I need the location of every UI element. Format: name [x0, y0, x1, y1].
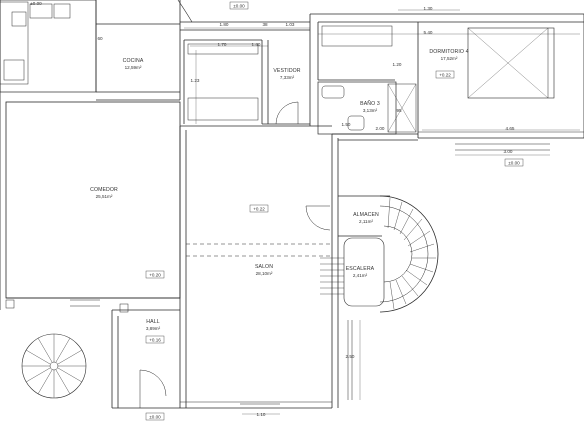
level-top-left: ±0.00 — [30, 1, 42, 6]
dim-1-50: 1.50 — [342, 122, 351, 127]
level-salon: +0.22 — [253, 207, 265, 212]
room-label-vestidor: VESTIDOR 7,33m² — [273, 68, 300, 80]
room-label-cocina: COCINA 12,59m² — [123, 58, 144, 70]
dim-3-00: 3.00 — [504, 149, 513, 154]
level-top-center: ±0.00 — [233, 4, 245, 9]
room-area-salon: 28,10m² — [256, 271, 273, 276]
dim-2-50: 2.50 — [346, 354, 355, 359]
room-name-bano: BAÑO 3 — [360, 100, 380, 107]
room-name-almacen: ALMACEN — [353, 212, 379, 218]
room-label-dormitorio: DORMITORIO 4 17,52m² — [429, 49, 468, 61]
room-label-almacen: ALMACEN 2,11m² — [353, 212, 379, 224]
room-name-salon: SALON — [255, 264, 273, 270]
level-comedor: +0.20 — [149, 273, 161, 278]
room-name-dormitorio: DORMITORIO 4 — [429, 49, 468, 55]
room-label-bano: BAÑO 3 3,13m² — [360, 100, 380, 113]
dim-60: 60 — [97, 36, 103, 41]
room-area-escalera: 2,41m² — [353, 273, 368, 278]
room-area-bano: 3,13m² — [363, 108, 378, 113]
dim-1-03: 1.03 — [286, 22, 295, 27]
room-name-vestidor: VESTIDOR — [273, 68, 300, 74]
level-bottom: ±0.00 — [149, 415, 161, 420]
room-area-comedor: 25,51m² — [96, 194, 113, 199]
dim-1-40: 1.40 — [252, 42, 261, 47]
room-area-cocina: 12,59m² — [125, 65, 142, 70]
dim-95: 95 — [396, 108, 402, 113]
dim-1-23: 1.23 — [191, 78, 200, 83]
room-name-escalera: ESCALERA — [346, 266, 375, 272]
dim-1-30: 1.30 — [424, 6, 433, 11]
dim-38: 38 — [262, 22, 268, 27]
walls — [0, 0, 584, 415]
dim-1-10: 1.10 — [257, 412, 266, 417]
dim-2-00: 2.00 — [376, 126, 385, 131]
dim-4-65: 4.65 — [506, 126, 515, 131]
room-area-almacen: 2,11m² — [359, 219, 373, 224]
room-area-vestidor: 7,33m² — [280, 75, 295, 80]
room-area-dormitorio: 17,52m² — [441, 56, 458, 61]
level-dorm: +0.22 — [439, 73, 451, 78]
room-label-escalera: ESCALERA 2,41m² — [346, 266, 375, 278]
dim-1-80: 1.80 — [220, 22, 229, 27]
level-hall: +0.16 — [149, 338, 161, 343]
level-right: ±0.00 — [508, 161, 520, 166]
dim-5-40: 5.40 — [424, 30, 433, 35]
room-name-comedor: COMEDOR — [90, 187, 118, 193]
room-label-salon: SALON 28,10m² — [255, 264, 273, 276]
dim-1-20: 1.20 — [393, 62, 402, 67]
level-tags — [145, 1, 524, 421]
room-label-hall: HALL 3,89m² — [146, 319, 161, 331]
room-name-cocina: COCINA — [123, 58, 144, 64]
room-name-hall: HALL — [146, 319, 159, 325]
dim-1-70: 1.70 — [218, 42, 227, 47]
room-label-comedor: COMEDOR 25,51m² — [90, 187, 118, 199]
room-area-hall: 3,89m² — [146, 326, 161, 331]
